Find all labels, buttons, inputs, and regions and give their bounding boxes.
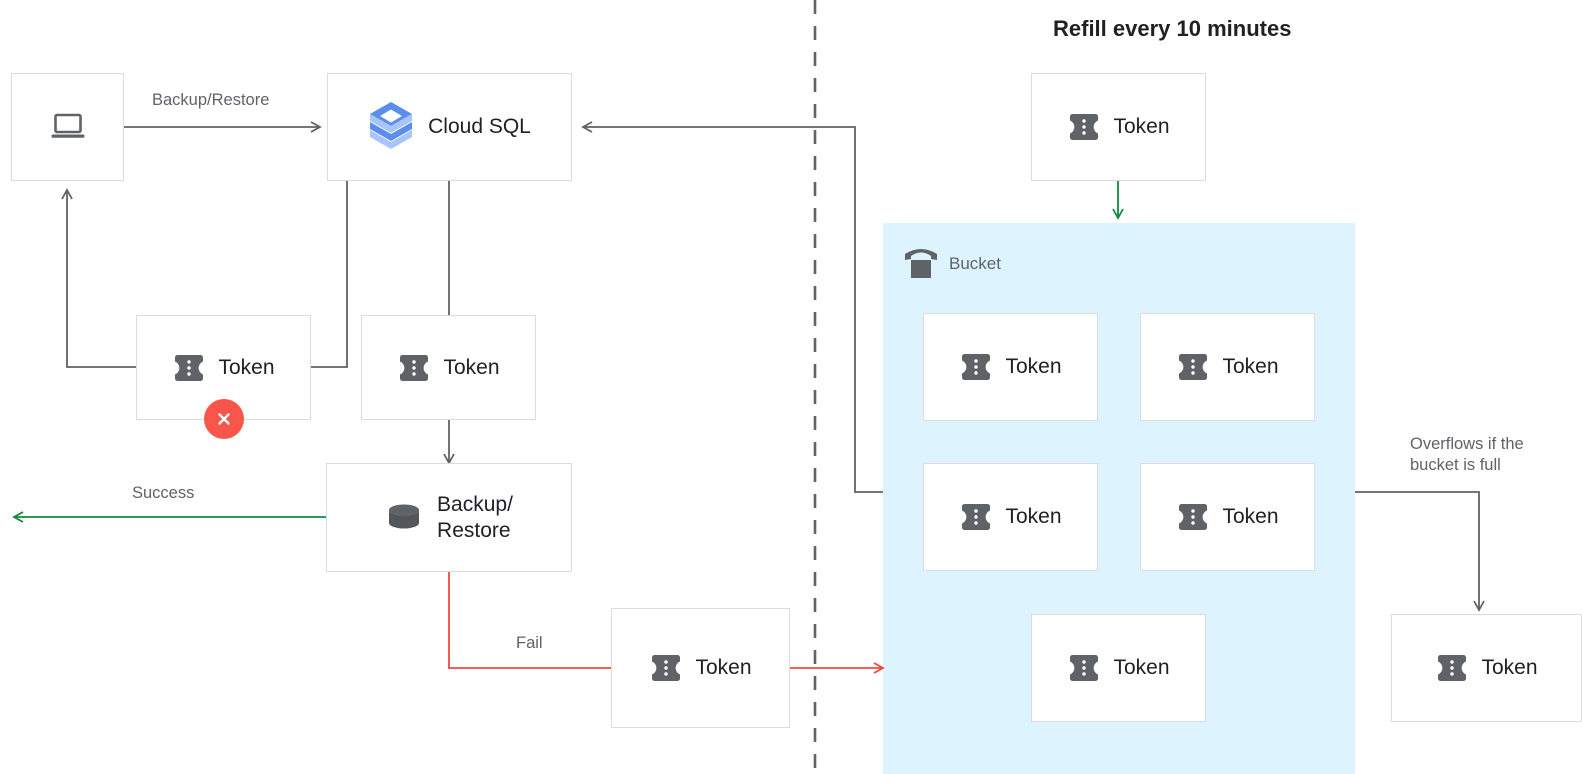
- token-label: Token: [1222, 355, 1279, 378]
- backup-restore-label: Backup/ Restore: [437, 492, 513, 542]
- token-icon: [1176, 502, 1210, 532]
- token-label: Token: [1005, 355, 1062, 378]
- bucket-label: Bucket: [949, 254, 1001, 273]
- token-icon: [959, 502, 993, 532]
- token-icon: [1176, 352, 1210, 382]
- token-label: Token: [218, 355, 275, 379]
- token-fail-out-node[interactable]: Token: [611, 608, 790, 728]
- edge-label-backup-restore: Backup/Restore: [152, 91, 270, 109]
- token-icon: [1435, 653, 1469, 683]
- token-icon: [172, 353, 206, 383]
- close-icon: [218, 413, 230, 425]
- token-label: Token: [1113, 656, 1170, 679]
- edge-cloudsql-to-failedtoken: [311, 181, 348, 368]
- cloud-sql-node[interactable]: Cloud SQL: [327, 73, 572, 181]
- edge-label-overflow: Overflows if the bucket is full: [1410, 435, 1524, 475]
- cloud-sql-icon: [368, 101, 414, 153]
- edge-bucket-to-cloudsql: [581, 121, 883, 493]
- bucket-token-5[interactable]: Token: [1031, 614, 1206, 722]
- token-label: Token: [1222, 505, 1279, 528]
- bucket-token-1[interactable]: Token: [923, 313, 1098, 421]
- token-icon: [959, 352, 993, 382]
- cloud-sql-label: Cloud SQL: [428, 115, 531, 139]
- token-icon: [397, 353, 431, 383]
- bucket-icon: [903, 248, 939, 280]
- edge-label-success: Success: [132, 484, 195, 502]
- page-title: Refill every 10 minutes: [1053, 16, 1292, 41]
- bucket-token-4[interactable]: Token: [1140, 463, 1315, 571]
- token-label: Token: [1481, 656, 1538, 679]
- backup-restore-node[interactable]: Backup/ Restore: [326, 463, 572, 572]
- edge-failedtoken-to-laptop: [61, 188, 136, 368]
- token-consumed-node[interactable]: Token: [361, 315, 536, 420]
- bucket-token-2[interactable]: Token: [1140, 313, 1315, 421]
- error-x-badge: [204, 399, 244, 439]
- bucket-token-3[interactable]: Token: [923, 463, 1098, 571]
- token-icon: [1067, 112, 1101, 142]
- database-icon: [385, 501, 423, 535]
- edge-overflow: [1355, 491, 1485, 612]
- overflow-token-node[interactable]: Token: [1391, 614, 1582, 722]
- laptop-icon: [50, 112, 86, 142]
- laptop-node[interactable]: [11, 73, 124, 181]
- token-label: Token: [1005, 505, 1062, 528]
- token-failed-node[interactable]: Token: [136, 315, 311, 420]
- token-label: Token: [443, 355, 500, 379]
- edge-label-fail: Fail: [516, 634, 543, 652]
- bucket-header: Bucket: [903, 248, 1001, 280]
- token-icon: [1067, 653, 1101, 683]
- token-icon: [649, 653, 683, 683]
- refill-token-node[interactable]: Token: [1031, 73, 1206, 181]
- token-label: Token: [1113, 115, 1170, 138]
- token-label: Token: [695, 656, 752, 679]
